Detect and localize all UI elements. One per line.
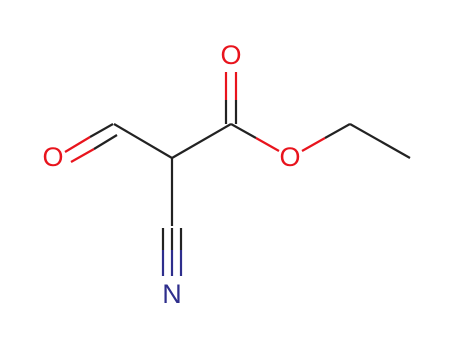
bond-ch-ester-carbon [171,123,232,159]
nitrile-triple-bond [161,228,183,276]
bond-segment [64,136,91,153]
bond-segment [70,148,95,163]
nitrile-nitrogen-label: N [162,279,182,309]
carbonyl-oxygen-label: O [220,40,241,70]
ester-carbonyl-double-bond [224,72,238,124]
ester-single-bond [230,123,280,152]
bond-segment [89,123,114,138]
aldehyde-double-bond [64,123,118,163]
bond-segment [324,123,351,139]
bond-cho-ch [113,123,173,159]
bond-segment [255,137,280,152]
bond-segment [230,123,257,139]
ethoxy-bond [301,123,351,152]
ester-oxygen-label: O [279,142,300,172]
bond-segment [93,134,118,150]
bond-segment [301,137,326,152]
bond-ch2-ch3 [349,123,411,159]
aldehyde-oxygen-label: O [42,142,63,172]
